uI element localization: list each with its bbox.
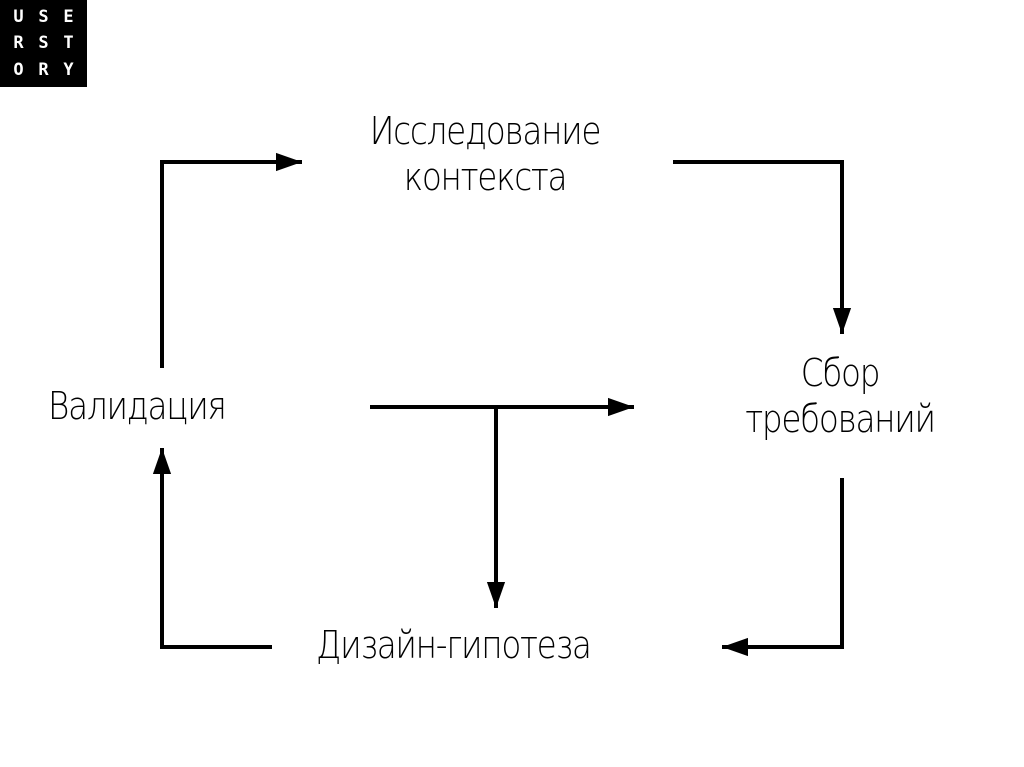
logo-letter: S <box>38 33 49 54</box>
node-label: контекста <box>403 155 568 199</box>
logo-letter: R <box>38 59 49 80</box>
node-label: требований <box>745 397 936 441</box>
node-label: Сбор <box>800 351 881 395</box>
node-design-hypothesis: Дизайн-гипотеза <box>316 622 592 668</box>
logo-letter: T <box>63 33 74 54</box>
arrow-requirements-to-hypothesis <box>722 478 844 657</box>
logo-letter: R <box>13 33 24 54</box>
arrow-research-to-requirements <box>673 160 852 334</box>
node-label: Дизайн-гипотеза <box>316 623 592 667</box>
logo-letter: E <box>63 7 74 28</box>
node-requirements-gathering: Сбор требований <box>711 350 969 442</box>
node-context-research: Исследование контекста <box>335 108 636 200</box>
arrow-hypothesis-to-validation <box>152 448 272 649</box>
node-label: Исследование <box>369 109 602 153</box>
node-label: Валидация <box>48 384 227 428</box>
logo-letter: U <box>13 7 24 28</box>
logo-letter: S <box>38 7 49 28</box>
arrow-validation-to-research <box>160 152 302 368</box>
node-validation: Валидация <box>48 383 227 429</box>
logo-letter: O <box>13 59 24 80</box>
logo-letter: Y <box>63 59 74 80</box>
userstory-logo: U S E R S T O R Y <box>0 0 87 87</box>
